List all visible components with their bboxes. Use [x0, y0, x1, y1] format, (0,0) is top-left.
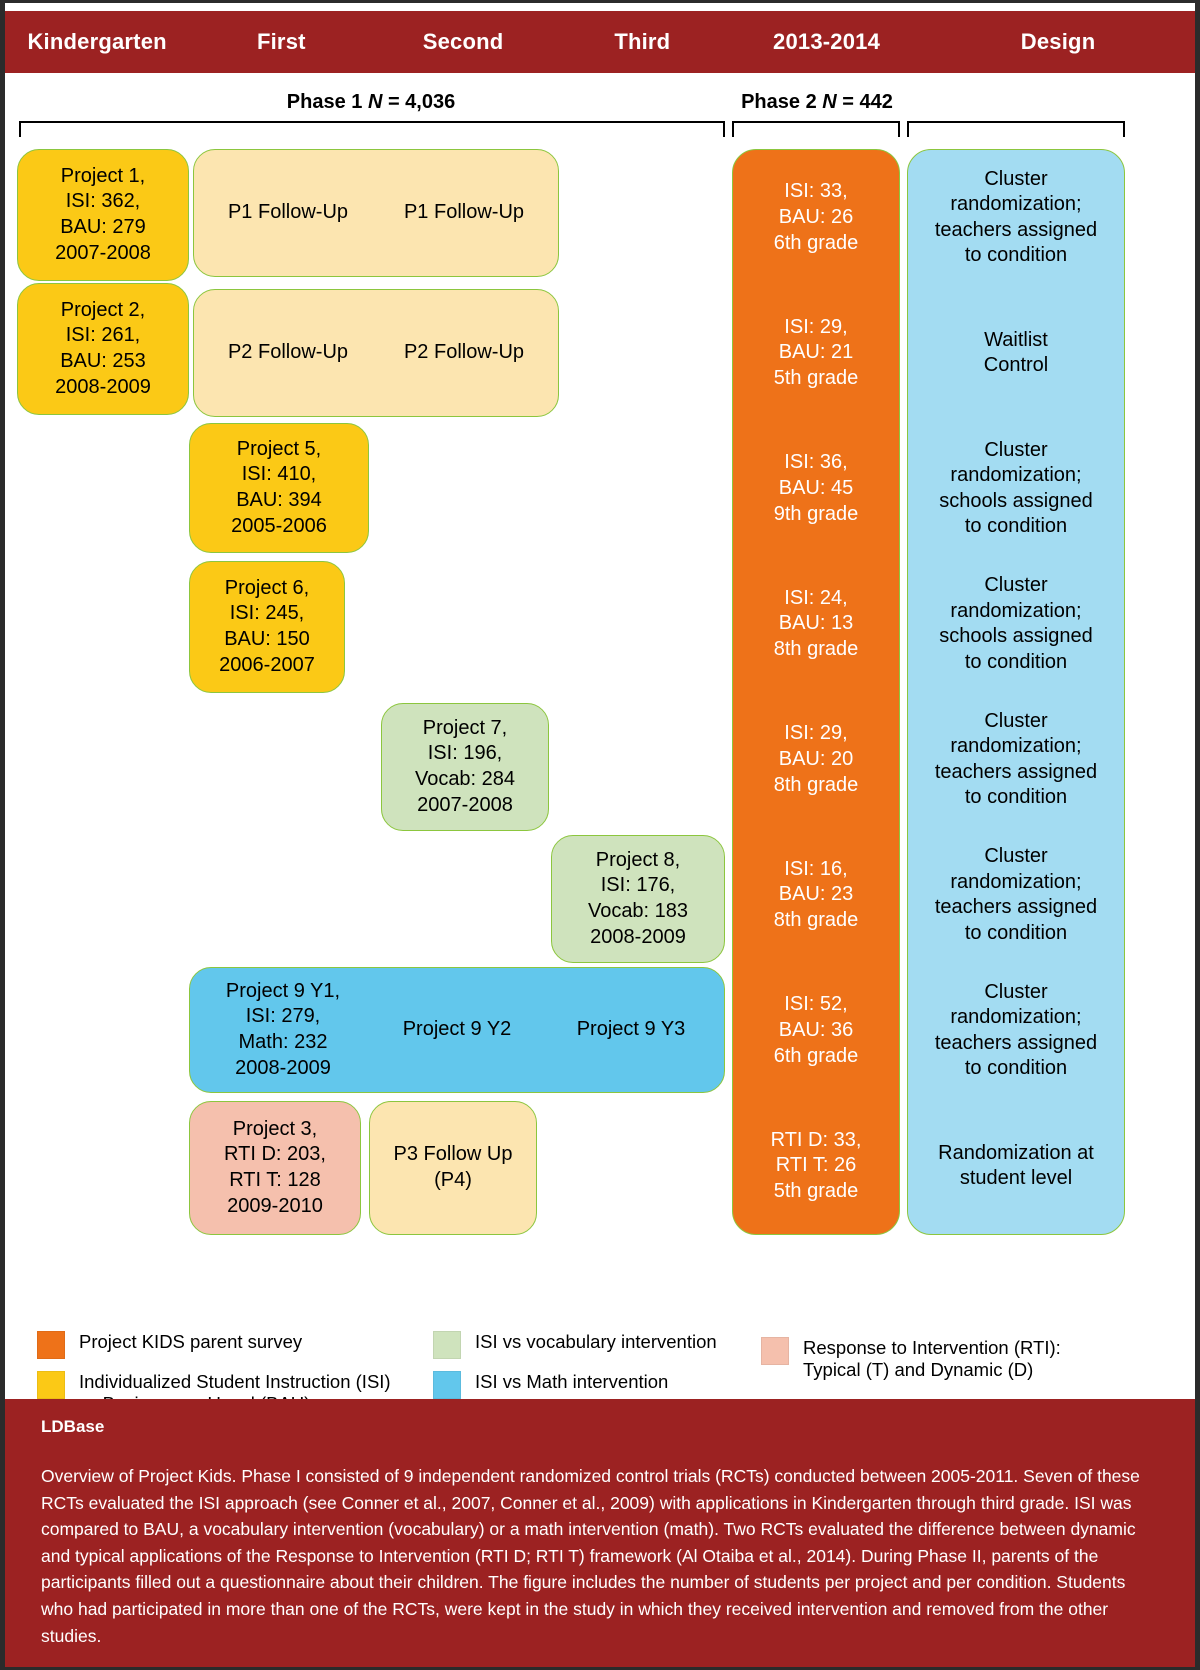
design-row-7: Cluster randomization; teachers assigned… — [934, 980, 1098, 1080]
legend-swatch-blue — [433, 1371, 461, 1399]
project-9-y2: Project 9 Y2 — [402, 1018, 512, 1041]
project-2-box[interactable]: Project 2, ISI: 261, BAU: 253 2008-2009 — [17, 283, 189, 415]
design-column[interactable]: Cluster randomization; teachers assigned… — [907, 149, 1125, 1235]
legend-item-rti: Response to Intervention (RTI): Typical … — [761, 1337, 1061, 1381]
project-9-box[interactable]: Project 9 Y1, ISI: 279, Math: 232 2008-2… — [189, 967, 725, 1093]
phase2-row-2: ISI: 29, BAU: 21 5th grade — [773, 315, 859, 390]
legend-label-vocab: ISI vs vocabulary intervention — [475, 1331, 717, 1352]
header-kindergarten: Kindergarten — [27, 29, 167, 54]
footer-panel: LDBase Overview of Project Kids. Phase I… — [5, 1399, 1195, 1667]
legend-label-project-kids: Project KIDS parent survey — [79, 1331, 303, 1352]
p1-followup-second: P1 Follow-Up — [403, 201, 525, 224]
design-row-2: Waitlist Control — [983, 328, 1049, 377]
phase-1-bracket — [19, 121, 725, 137]
p3-followup-box[interactable]: P3 Follow Up (P4) — [369, 1101, 537, 1235]
legend-swatch-pink — [761, 1337, 789, 1365]
design-row-1: Cluster randomization; teachers assigned… — [934, 167, 1098, 267]
header-2013-2014: 2013-2014 — [773, 29, 881, 54]
header-third: Third — [614, 29, 671, 54]
p2-followup-box[interactable]: P2 Follow-Up P2 Follow-Up — [193, 289, 559, 417]
legend-swatch-green — [433, 1331, 461, 1359]
legend-item-vocab: ISI vs vocabulary intervention — [433, 1331, 717, 1359]
legend: Project KIDS parent survey Individualize… — [5, 1331, 1195, 1414]
phase-2-column[interactable]: ISI: 33, BAU: 26 6th grade ISI: 29, BAU:… — [732, 149, 900, 1235]
legend-item-math: ISI vs Math intervention — [433, 1371, 668, 1399]
project-1-box[interactable]: Project 1, ISI: 362, BAU: 279 2007-2008 — [17, 149, 189, 281]
legend-item-project-kids: Project KIDS parent survey — [37, 1331, 302, 1359]
design-row-3: Cluster randomization; schools assigned … — [939, 438, 1093, 538]
project-8-box[interactable]: Project 8, ISI: 176, Vocab: 183 2008-200… — [551, 835, 725, 963]
column-header-band: Kindergarten First Second Third 2013-201… — [5, 11, 1195, 73]
legend-swatch-orange — [37, 1331, 65, 1359]
phase-1-label: Phase 1 N = 4,036 — [286, 91, 456, 113]
phase2-row-8: RTI D: 33, RTI T: 26 5th grade — [770, 1128, 862, 1203]
phase2-row-5: ISI: 29, BAU: 20 8th grade — [773, 722, 859, 796]
project-9-y3: Project 9 Y3 — [576, 1018, 686, 1041]
header-second: Second — [422, 29, 504, 54]
p2-followup-first: P2 Follow-Up — [227, 341, 349, 364]
design-row-5: Cluster randomization; teachers assigned… — [934, 709, 1098, 809]
phase-2-label: Phase 2 N = 442 — [741, 91, 893, 113]
project-5-box[interactable]: Project 5, ISI: 410, BAU: 394 2005-2006 — [189, 423, 369, 553]
legend-swatch-yellow — [37, 1371, 65, 1399]
project-3-box[interactable]: Project 3, RTI D: 203, RTI T: 128 2009-2… — [189, 1101, 361, 1235]
phase2-row-6: ISI: 16, BAU: 23 8th grade — [773, 857, 859, 932]
project-7-box[interactable]: Project 7, ISI: 196, Vocab: 284 2007-200… — [381, 703, 549, 831]
phase2-row-4: ISI: 24, BAU: 13 8th grade — [773, 586, 859, 661]
p2-followup-second: P2 Follow-Up — [403, 341, 525, 364]
header-design: Design — [1020, 29, 1096, 54]
footer-caption: Overview of Project Kids. Phase I consis… — [41, 1466, 1140, 1646]
legend-label-math: ISI vs Math intervention — [475, 1371, 669, 1392]
design-row-8: Randomization at student level — [938, 1141, 1094, 1190]
design-row-4: Cluster randomization; schools assigned … — [939, 574, 1093, 673]
footer-title: LDBase — [41, 1417, 105, 1436]
legend-label-rti: Response to Intervention (RTI): Typical … — [803, 1337, 1061, 1381]
header-first: First — [256, 29, 306, 54]
phase2-row-1: ISI: 33, BAU: 26 6th grade — [773, 180, 859, 254]
design-column-bracket — [907, 121, 1125, 137]
project-6-box[interactable]: Project 6, ISI: 245, BAU: 150 2006-2007 — [189, 561, 345, 693]
project-9-y1: Project 9 Y1, ISI: 279, Math: 232 2008-2… — [225, 979, 341, 1079]
phase2-row-7: ISI: 52, BAU: 36 6th grade — [773, 993, 859, 1067]
phase-2-bracket — [732, 121, 900, 137]
design-row-6: Cluster randomization; teachers assigned… — [934, 845, 1098, 944]
p1-followup-box[interactable]: P1 Follow-Up P1 Follow-Up — [193, 149, 559, 277]
phase2-row-3: ISI: 36, BAU: 45 9th grade — [773, 451, 859, 525]
p1-followup-first: P1 Follow-Up — [227, 201, 349, 224]
